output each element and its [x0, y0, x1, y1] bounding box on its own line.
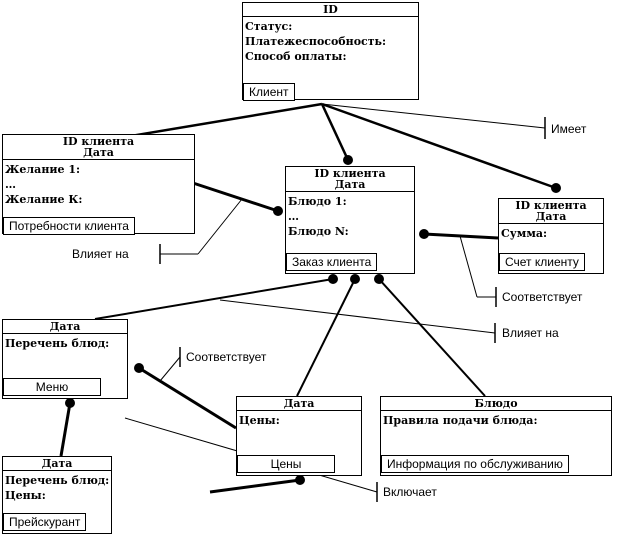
- prices-header: Дата: [237, 397, 361, 411]
- line-order-bill: [423, 232, 499, 240]
- needs-attr-wish-k: Желание К:: [5, 193, 83, 206]
- line-needs-order: [192, 181, 279, 213]
- entity-prices: Дата Цены: Цены: [236, 396, 362, 476]
- entity-needs: ID клиента Дата Желание 1: … Желание К: …: [2, 134, 195, 235]
- dot-menu-pricelist: [65, 398, 75, 408]
- dot-pricelist-prices: [295, 475, 305, 485]
- dot-menu-prices: [134, 363, 144, 373]
- line-client-order: [320, 103, 350, 161]
- dot-client-order: [343, 155, 353, 165]
- prices-name: Цены: [237, 455, 335, 473]
- pricelist-attr-prices: Цены:: [5, 489, 46, 502]
- bill-attr-sum: Сумма:: [501, 227, 548, 240]
- pricelist-header: Дата: [3, 457, 111, 471]
- menu-attr-dish-list: Перечень блюд:: [5, 337, 110, 350]
- needs-attr-wish-1: Желание 1:: [5, 163, 81, 176]
- needs-header-id: ID клиента: [62, 135, 135, 148]
- menu-attributes: Перечень блюд:: [3, 334, 127, 353]
- line-influences2-label: [219, 299, 496, 334]
- line-influences1-label: [197, 198, 243, 255]
- entity-pricelist: Дата Перечень блюд: Цены: Прейскурант: [2, 456, 112, 534]
- line-order-prices: [296, 278, 356, 397]
- needs-name: Потребности клиента: [3, 217, 135, 235]
- relation-label-corresponds-menu-prices: Соответствует: [186, 350, 267, 364]
- dot-order-dish: [374, 274, 384, 284]
- pricelist-header-date: Дата: [41, 457, 73, 470]
- pricelist-attr-dish-list: Перечень блюд:: [5, 474, 110, 487]
- dot-order-prices: [350, 274, 360, 284]
- prices-attributes: Цены:: [237, 411, 361, 430]
- order-header: ID клиента Дата: [286, 167, 414, 192]
- client-attributes: Статус: Платежеспособность: Способ оплат…: [243, 17, 418, 66]
- needs-header-date: Дата: [83, 146, 114, 159]
- order-name: Заказ клиента: [286, 253, 378, 271]
- line-menu-prices: [138, 366, 237, 430]
- line-corresponds1-label: [459, 235, 478, 298]
- order-attr-dish-1: Блюдо 1:: [288, 195, 347, 208]
- dish-name: Информация по обслуживанию: [381, 455, 569, 473]
- dish-attr-serving-rules: Правила подачи блюда:: [383, 414, 538, 427]
- relation-label-includes: Включает: [383, 485, 437, 499]
- order-attr-dish-n: Блюдо N:: [288, 225, 349, 238]
- entity-bill: ID клиента Дата Сумма: Счет клиенту: [498, 198, 604, 274]
- menu-header: Дата: [3, 320, 127, 334]
- dot-needs-order: [273, 206, 283, 216]
- relation-label-influences-needs-order: Влияет на: [72, 247, 129, 261]
- line-menu-pricelist: [59, 402, 72, 457]
- needs-attr-ellipsis: …: [5, 178, 16, 191]
- client-attr-payment: Способ оплаты:: [245, 50, 347, 63]
- client-header-id: ID: [323, 3, 338, 16]
- line-corresponds2-label: [159, 356, 181, 382]
- order-header-id: ID клиента: [314, 167, 386, 180]
- pricelist-name: Прейскурант: [3, 513, 87, 531]
- pricelist-attributes: Перечень блюд: Цены:: [3, 471, 111, 505]
- needs-header: ID клиента Дата: [3, 135, 194, 160]
- menu-header-date: Дата: [49, 320, 81, 333]
- order-attr-ellipsis: …: [288, 210, 299, 223]
- relation-label-influences-menu-order: Влияет на: [502, 326, 559, 340]
- bill-header: ID клиента Дата: [499, 199, 603, 224]
- line-client-bill: [321, 102, 557, 190]
- client-attr-solvency: Платежеспособность:: [245, 35, 387, 48]
- dish-attributes: Правила подачи блюда:: [381, 411, 611, 430]
- prices-header-date: Дата: [283, 397, 315, 410]
- dish-header-title: Блюдо: [474, 397, 518, 410]
- line-has-label: [321, 103, 546, 129]
- relation-label-corresponds-order-bill: Соответствует: [502, 290, 583, 304]
- client-name: Клиент: [243, 83, 295, 101]
- bill-header-id: ID клиента: [515, 199, 587, 212]
- dish-header: Блюдо: [381, 397, 611, 411]
- relation-label-has: Имеет: [551, 122, 587, 136]
- line-pricelist-prices: [209, 478, 301, 494]
- entity-client: ID Статус: Платежеспособность: Способ оп…: [242, 2, 419, 101]
- line-menu-order: [94, 278, 334, 320]
- line-order-dish: [378, 278, 486, 397]
- order-attributes: Блюдо 1: … Блюдо N:: [286, 192, 414, 241]
- entity-dish: Блюдо Правила подачи блюда: Информация п…: [380, 396, 612, 476]
- bill-attributes: Сумма:: [499, 224, 603, 243]
- order-header-date: Дата: [334, 178, 366, 191]
- bill-name: Счет клиенту: [499, 253, 585, 271]
- prices-attr-prices: Цены:: [239, 414, 280, 427]
- needs-attributes: Желание 1: … Желание К:: [3, 160, 194, 209]
- dot-order-menu: [328, 274, 338, 284]
- entity-menu: Дата Перечень блюд: Меню: [2, 319, 128, 399]
- bill-header-date: Дата: [535, 210, 567, 223]
- menu-name: Меню: [3, 378, 101, 396]
- dot-order-bill: [419, 229, 429, 239]
- client-header: ID: [243, 3, 418, 17]
- client-attr-status: Статус:: [245, 20, 293, 33]
- dot-client-bill: [551, 183, 561, 193]
- entity-order: ID клиента Дата Блюдо 1: … Блюдо N: Зака…: [285, 166, 415, 274]
